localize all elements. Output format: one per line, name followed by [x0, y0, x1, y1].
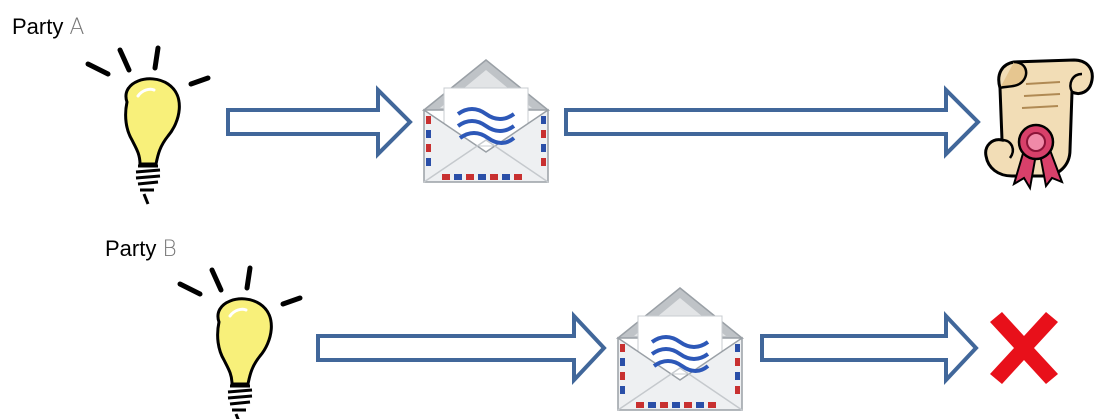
party-a-arrow-to-envelope [226, 85, 413, 159]
party-a-lightbulb-icon [88, 48, 208, 204]
party-a-arrow-to-certificate [564, 85, 981, 159]
party-b-arrow-to-rejection [760, 310, 979, 386]
certificate-scroll-icon [984, 58, 1094, 191]
party-b-arrow-to-envelope [316, 310, 607, 386]
party-a-label-letter: A [69, 15, 85, 40]
party-a-label-word: Party [12, 14, 64, 39]
party-b-envelope-icon [616, 286, 744, 412]
party-b-label-letter: B [162, 237, 177, 262]
party-b-label-word: Party [105, 236, 157, 261]
party-b-lightbulb-icon [180, 268, 300, 419]
red-x-icon [990, 312, 1058, 384]
party-a-envelope-icon [422, 58, 550, 184]
